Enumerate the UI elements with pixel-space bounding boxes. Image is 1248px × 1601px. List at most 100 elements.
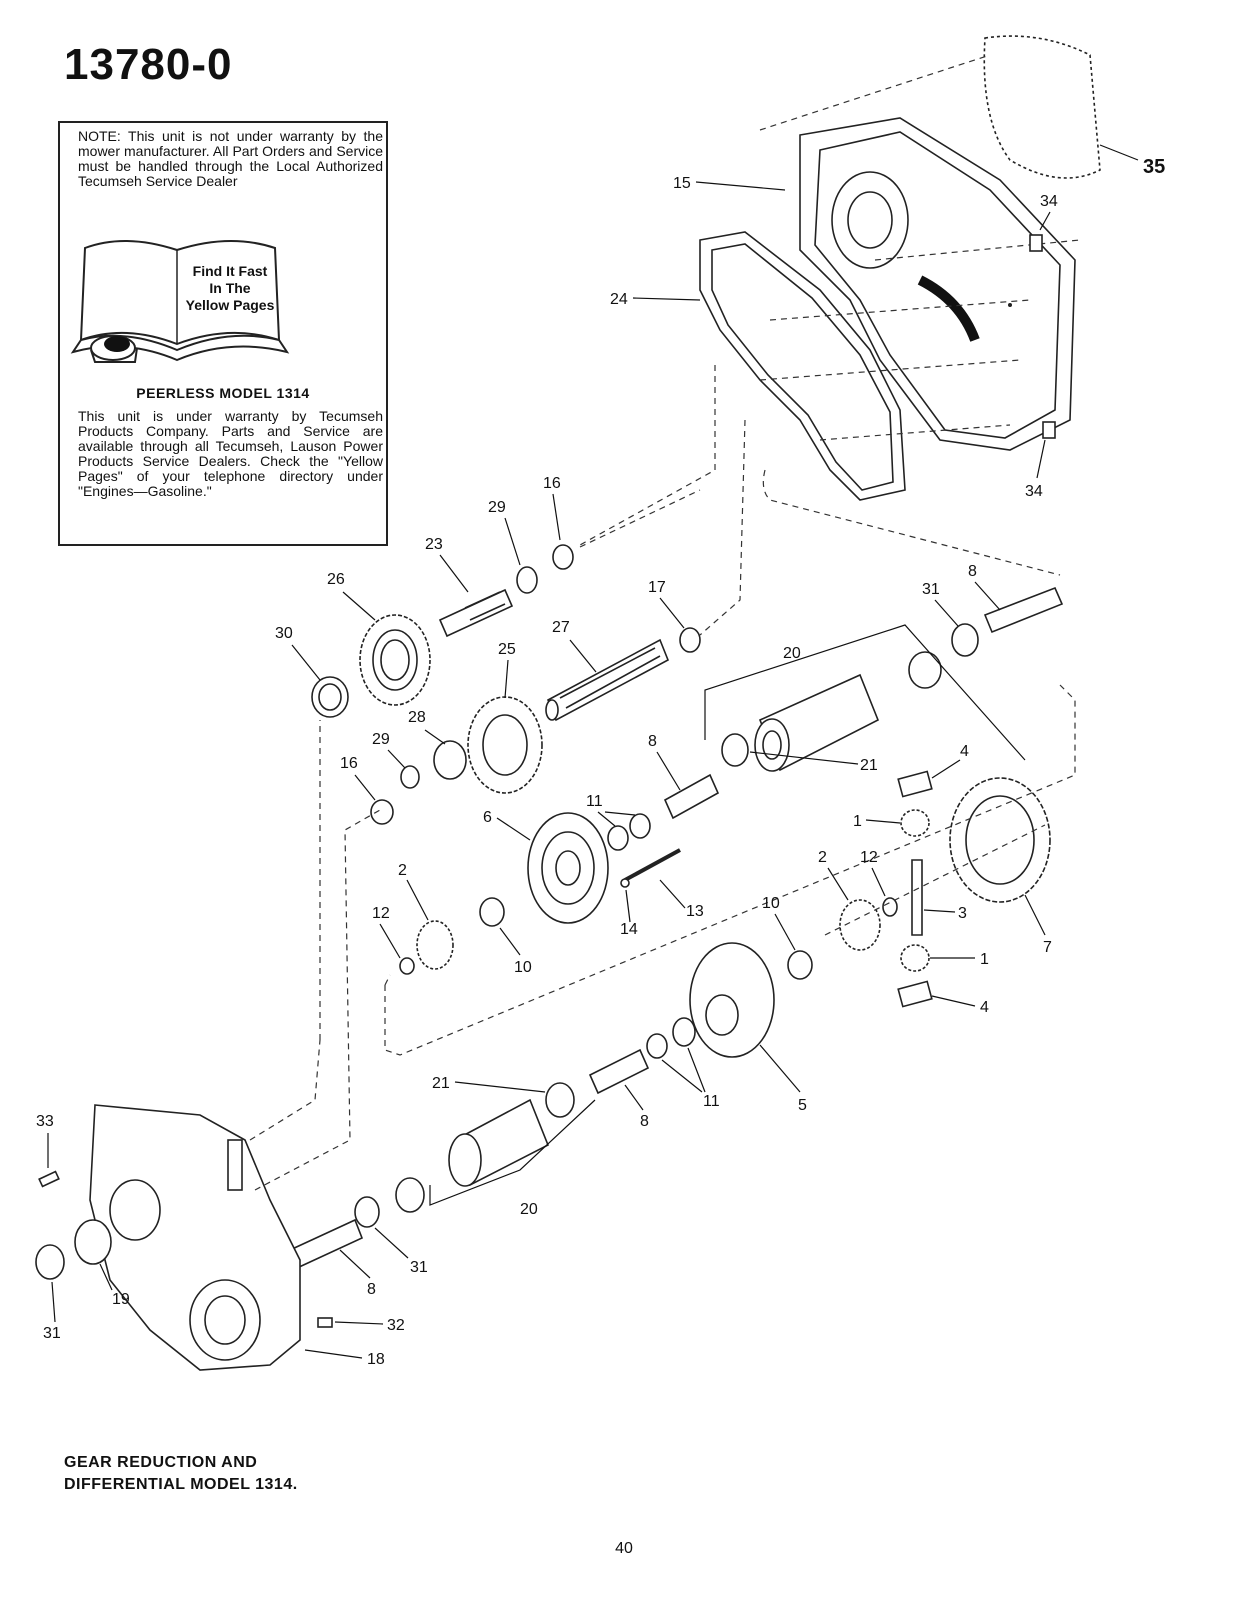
bearing-part-17 xyxy=(679,627,701,653)
callout-31-upper: 31 xyxy=(922,581,940,598)
callout-8-middle: 8 xyxy=(648,733,657,750)
bearing-part-10-left xyxy=(479,897,505,927)
callout-2-left: 2 xyxy=(398,862,407,879)
callout-3: 3 xyxy=(958,905,967,922)
callout-20-lower: 20 xyxy=(520,1201,538,1218)
callout-19: 19 xyxy=(112,1291,130,1308)
callout-1-lower: 1 xyxy=(980,951,989,968)
callout-12-left: 12 xyxy=(372,905,390,922)
yellow-pages-book-icon xyxy=(70,239,290,363)
callout-1-upper: 1 xyxy=(853,813,862,830)
book-line: Yellow Pages xyxy=(185,297,275,313)
page-title: 13780-0 xyxy=(64,40,233,89)
book-line: In The xyxy=(209,280,251,296)
callout-29-upper: 29 xyxy=(488,499,506,516)
bearing-part-31-upper xyxy=(951,623,979,657)
dowel-part-32 xyxy=(317,1317,333,1328)
bearing-part-28 xyxy=(433,740,467,780)
washer-part-11-lower-2 xyxy=(646,1033,668,1059)
ring-part-12-right xyxy=(882,897,898,917)
washer-part-11-lower xyxy=(672,1017,696,1047)
callout-8-lower: 8 xyxy=(640,1113,649,1130)
callout-16-lower: 16 xyxy=(340,755,358,772)
axle-tube-part-20-lower xyxy=(448,1098,550,1187)
callout-2-right: 2 xyxy=(818,849,827,866)
axle-part-8-upper xyxy=(983,586,1064,634)
callout-23: 23 xyxy=(425,536,443,553)
caption-line: DIFFERENTIAL MODEL 1314. xyxy=(64,1476,298,1493)
warranty-service-text: This unit is under warranty by Tecumseh … xyxy=(78,408,383,499)
callout-8-upper: 8 xyxy=(968,563,977,580)
axle-part-8-lower xyxy=(588,1048,650,1095)
pinion-part-1-upper xyxy=(900,809,930,837)
washer-part-11-upper-2 xyxy=(607,825,629,851)
axle-part-8-middle xyxy=(663,773,720,820)
callout-32: 32 xyxy=(387,1317,405,1334)
callout-30: 30 xyxy=(275,625,293,642)
callout-5: 5 xyxy=(798,1097,807,1114)
bushing-part-21-bottom xyxy=(395,1177,425,1213)
callout-6: 6 xyxy=(483,809,492,826)
gasket-part-24 xyxy=(699,231,906,501)
callout-14: 14 xyxy=(620,921,638,938)
shaft-part-27 xyxy=(545,638,670,722)
shaft-part-3 xyxy=(911,859,923,936)
callout-12-right: 12 xyxy=(860,849,878,866)
seal-part-31-bottom xyxy=(35,1244,65,1280)
callout-10-right: 10 xyxy=(762,895,780,912)
callout-16-upper: 16 xyxy=(543,475,561,492)
callout-29-lower: 29 xyxy=(372,731,390,748)
bevel-gear-part-2-right xyxy=(839,899,881,951)
callout-11-lower: 11 xyxy=(703,1093,720,1110)
callout-10-left: 10 xyxy=(514,959,532,976)
callout-15: 15 xyxy=(673,175,691,192)
callout-17: 17 xyxy=(648,579,666,596)
block-part-4-upper xyxy=(897,770,933,798)
callout-31-bottom: 31 xyxy=(43,1325,61,1342)
bearing-part-16-upper xyxy=(552,544,574,570)
gear-part-26 xyxy=(359,614,431,706)
washer-part-11-upper xyxy=(629,813,651,839)
book-line: Find It Fast xyxy=(192,263,268,279)
callout-27: 27 xyxy=(552,619,570,636)
differential-cover-part-5 xyxy=(689,942,775,1058)
pin-part-14 xyxy=(620,878,630,888)
callout-26: 26 xyxy=(327,571,345,588)
callout-18: 18 xyxy=(367,1351,385,1368)
callout-21-upper: 21 xyxy=(860,757,878,774)
bearing-part-16-lower xyxy=(370,799,394,825)
callout-25: 25 xyxy=(498,641,516,658)
ring-part-12-left xyxy=(399,957,415,975)
axle-tube-part-20-upper xyxy=(754,673,880,772)
page-number: 40 xyxy=(615,1540,633,1557)
gear-part-25 xyxy=(467,696,543,794)
callout-34-upper: 34 xyxy=(1040,193,1058,210)
callout-34-lower: 34 xyxy=(1025,483,1043,500)
callout-28: 28 xyxy=(408,709,426,726)
caption-line: GEAR REDUCTION AND xyxy=(64,1454,258,1471)
shaft-pinion-part-23 xyxy=(438,588,514,638)
warranty-note-box: NOTE: This unit is not under warranty by… xyxy=(58,121,388,546)
callout-13: 13 xyxy=(686,903,704,920)
bearing-part-10-right xyxy=(787,950,813,980)
nut-part-34-upper xyxy=(1029,234,1043,252)
callout-8-bottom: 8 xyxy=(367,1281,376,1298)
callout-31-lower: 31 xyxy=(410,1259,428,1276)
differential-case-part-6 xyxy=(527,812,609,924)
washer-part-30 xyxy=(311,676,349,718)
figure-caption: GEAR REDUCTION AND DIFFERENTIAL MODEL 13… xyxy=(64,1452,298,1496)
callout-21-lower: 21 xyxy=(432,1075,450,1092)
nut-part-34-lower xyxy=(1042,421,1056,439)
washer-part-29-lower xyxy=(400,765,420,789)
block-part-4-lower xyxy=(897,980,933,1008)
callout-4-upper: 4 xyxy=(960,743,969,760)
screw-part-33 xyxy=(38,1170,60,1188)
callout-11-upper: 11 xyxy=(586,793,603,810)
callout-33: 33 xyxy=(36,1113,54,1130)
bushing-part-21-middle xyxy=(721,733,749,767)
callout-4-lower: 4 xyxy=(980,999,989,1016)
pinion-part-1-lower xyxy=(900,944,930,972)
housing-part-15 xyxy=(799,117,1076,451)
pin-part-13 xyxy=(624,848,681,882)
